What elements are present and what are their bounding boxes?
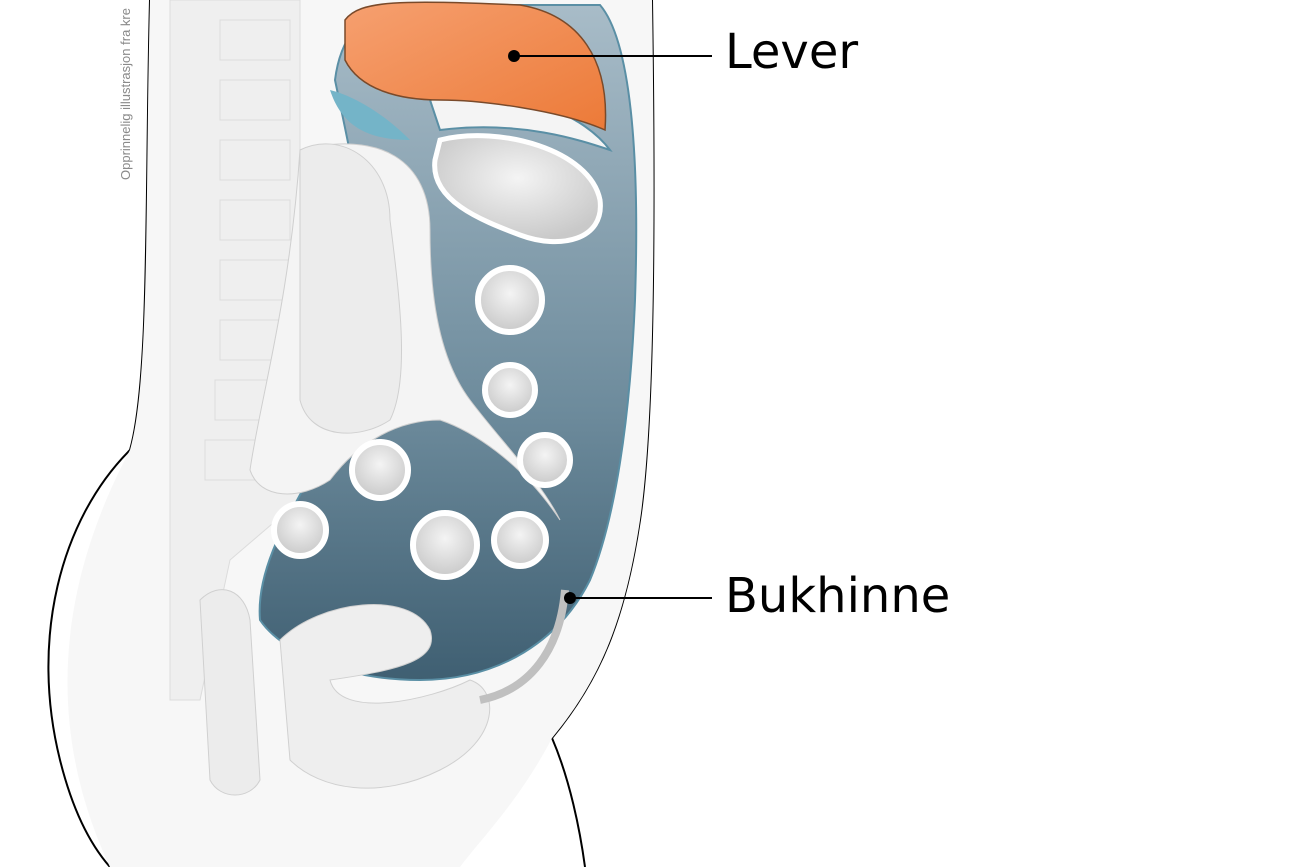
intestine-loops	[271, 265, 573, 580]
liver-leader-dot	[508, 50, 520, 62]
illustration-credit: Opprinnelig illustrasjon fra kre	[118, 8, 133, 180]
kidney	[299, 143, 403, 434]
stomach	[432, 133, 603, 244]
peritoneum-upper	[330, 90, 410, 140]
rectum	[199, 589, 261, 796]
liver-label: Lever	[725, 24, 859, 80]
peritoneum-lower	[479, 589, 569, 704]
bladder-uterus	[279, 604, 491, 789]
body-outline-back	[47, 0, 151, 867]
liver	[344, 1, 607, 132]
peritoneum-label: Bukhinne	[725, 568, 951, 624]
peritoneum-leader-dot	[564, 592, 576, 604]
